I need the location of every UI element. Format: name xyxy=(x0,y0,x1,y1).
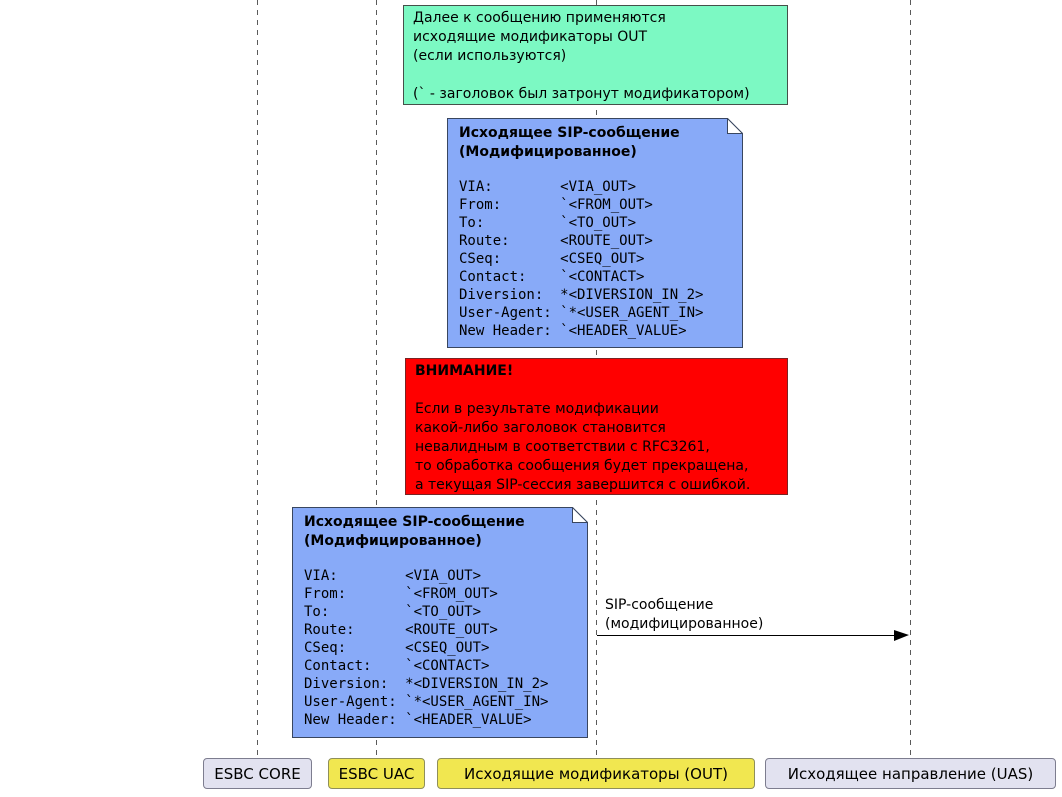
participant-modifiers-out: Исходящие модификаторы (OUT) xyxy=(437,758,755,789)
sip-note-headers: VIA: <VIA_OUT> From: `<FROM_OUT> To: `<T… xyxy=(304,568,549,728)
arrowhead-right-icon xyxy=(894,630,909,641)
participant-label: ESBC UAC xyxy=(338,764,415,783)
note-sip-message-modified-2: Исходящее SIP-сообщение (Модифицированно… xyxy=(292,507,588,738)
note-sip-message-modified-1: Исходящее SIP-сообщение (Модифицированно… xyxy=(447,118,743,348)
participant-label: ESBC CORE xyxy=(214,764,301,783)
lifeline-direction-uas xyxy=(910,0,911,758)
note-dogear-background xyxy=(292,507,588,738)
message-arrow-line xyxy=(597,635,894,636)
sip-note-title: Исходящее SIP-сообщение (Модифицированно… xyxy=(304,514,525,549)
participant-esbc-core: ESBC CORE xyxy=(203,758,312,789)
lifeline-esbc-uac xyxy=(376,0,377,758)
note-dogear-background xyxy=(447,118,743,348)
note-warning-title: ВНИМАНИЕ! xyxy=(415,363,514,379)
sip-note-title: Исходящее SIP-сообщение (Модифицированно… xyxy=(459,125,680,160)
note-warning-text: Если в результате модификации какой-либо… xyxy=(415,401,751,493)
participant-direction-uas: Исходящее направление (UAS) xyxy=(765,758,1056,789)
lifeline-esbc-core xyxy=(257,0,258,758)
message-arrow-label: SIP-сообщение (модифицированное) xyxy=(605,597,764,632)
note-out-modifiers-info-text: Далее к сообщению применяются исходящие … xyxy=(413,10,750,102)
sip-note-headers: VIA: <VIA_OUT> From: `<FROM_OUT> To: `<T… xyxy=(459,179,704,339)
participant-label: Исходящее направление (UAS) xyxy=(787,764,1034,783)
participant-label: Исходящие модификаторы (OUT) xyxy=(464,764,728,783)
note-out-modifiers-info: Далее к сообщению применяются исходящие … xyxy=(403,5,788,105)
participant-esbc-uac: ESBC UAC xyxy=(328,758,425,789)
note-warning: ВНИМАНИЕ! Если в результате модификации … xyxy=(405,358,788,495)
